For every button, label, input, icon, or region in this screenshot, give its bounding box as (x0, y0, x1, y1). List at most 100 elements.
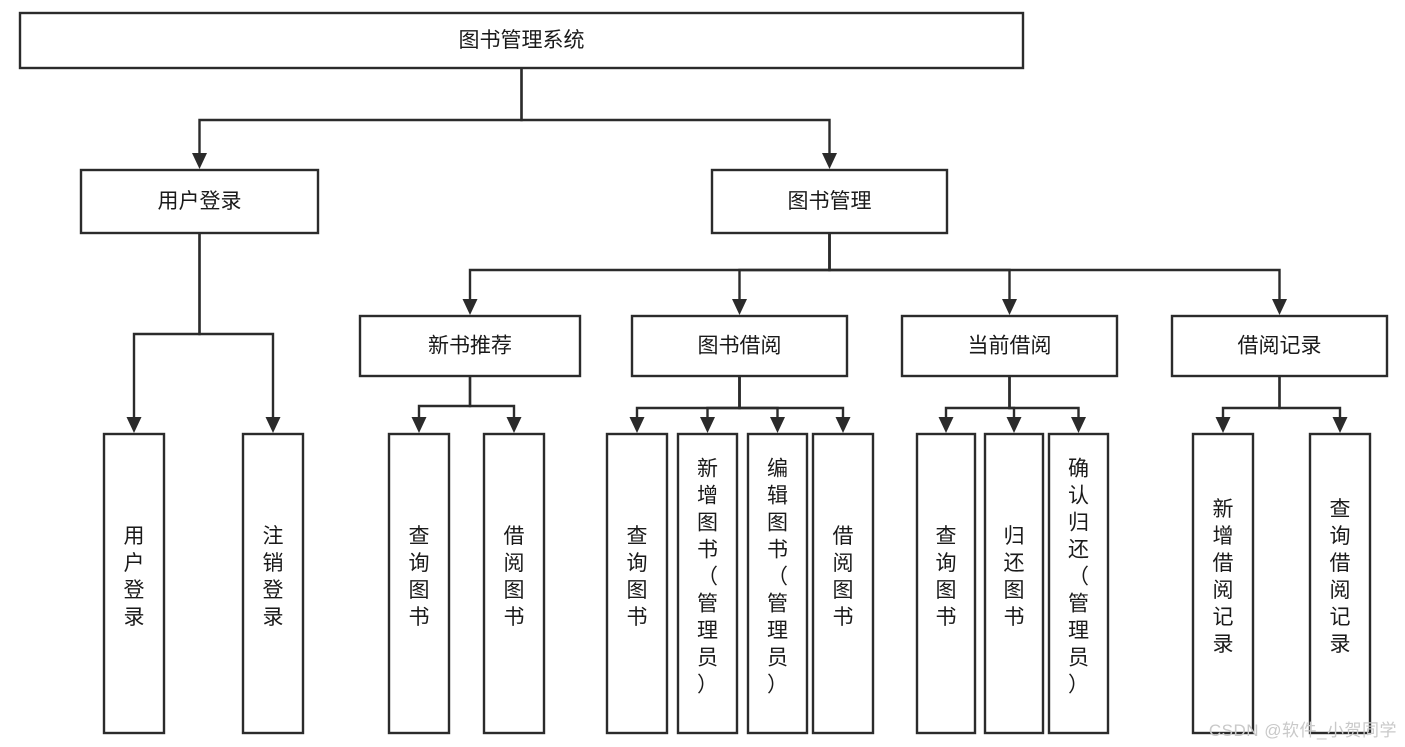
node-box[interactable] (358, 314, 582, 378)
node-label: 图书管理 (788, 190, 872, 213)
node-box[interactable] (710, 168, 949, 235)
node-root[interactable]: 图书管理系统 (18, 11, 1025, 70)
edge-book-borrow-to-leaf-borrow-book-2 (738, 376, 851, 433)
arrowhead-icon (822, 153, 837, 169)
arrowhead-icon (1215, 417, 1231, 433)
node-box[interactable] (605, 432, 669, 735)
node-label: 注销登录 (263, 525, 284, 629)
edge-root-to-book-manage (520, 68, 837, 169)
node-label: 新增借阅记录 (1213, 498, 1234, 656)
arrowhead-icon (192, 153, 207, 169)
node-label: 查询图书 (936, 525, 957, 629)
node-box[interactable] (676, 432, 739, 735)
node-box[interactable] (241, 432, 305, 735)
edge-root-to-user-login (192, 68, 523, 169)
node-label: 用户登录 (158, 190, 242, 213)
node-leaf-borrow-book-1[interactable]: 借阅图书 (482, 432, 546, 735)
arrowhead-icon (265, 417, 281, 433)
node-box[interactable] (1308, 432, 1372, 735)
node-box[interactable] (1191, 432, 1255, 735)
node-label: 当前借阅 (968, 335, 1052, 358)
node-label: 图书借阅 (698, 335, 782, 358)
edge-book-manage-to-book-borrow (732, 233, 831, 315)
node-leaf-confirm-return[interactable]: 确认归还（管理员） (1047, 432, 1110, 735)
node-box[interactable] (915, 432, 977, 735)
edge-book-manage-to-new-book-recommend (462, 233, 831, 315)
edge-book-borrow-to-leaf-query-book-2 (629, 376, 741, 433)
edge-current-borrow-to-leaf-query-book-3 (938, 376, 1011, 433)
node-label: 新增图书（管理员） (697, 458, 718, 697)
node-user-login[interactable]: 用户登录 (79, 168, 320, 235)
edge-book-manage-to-current-borrow (828, 233, 1017, 315)
arrowhead-icon (629, 417, 645, 433)
edge-borrow-record-to-leaf-query-record (1278, 376, 1348, 433)
node-label: 查询借阅记录 (1330, 498, 1351, 656)
node-box[interactable] (900, 314, 1119, 378)
edge-user-login-to-leaf-logout (198, 233, 281, 433)
node-box[interactable] (811, 432, 875, 735)
arrowhead-icon (506, 417, 522, 433)
node-leaf-user-login[interactable]: 用户登录 (102, 432, 166, 735)
node-label: 确认归还（管理员） (1068, 458, 1089, 697)
node-label: 编辑图书（管理员） (767, 458, 788, 697)
node-leaf-borrow-book-2[interactable]: 借阅图书 (811, 432, 875, 735)
node-book-manage[interactable]: 图书管理 (710, 168, 949, 235)
arrowhead-icon (1002, 299, 1017, 315)
node-label: 借阅图书 (833, 525, 854, 629)
arrowhead-icon (1332, 417, 1348, 433)
node-box[interactable] (482, 432, 546, 735)
node-box[interactable] (18, 11, 1025, 70)
edge-user-login-to-leaf-user-login (126, 233, 201, 433)
node-leaf-query-book-1[interactable]: 查询图书 (387, 432, 451, 735)
arrowhead-icon (700, 417, 715, 433)
node-label: 借阅记录 (1238, 335, 1322, 358)
node-box[interactable] (746, 432, 809, 735)
arrowhead-icon (732, 299, 747, 315)
csdn-watermark: CSDN @软件_小贺同学 (1208, 721, 1397, 740)
node-label: 新书推荐 (428, 335, 512, 358)
node-leaf-add-record[interactable]: 新增借阅记录 (1191, 432, 1255, 735)
arrowhead-icon (938, 417, 954, 433)
node-label: 查询图书 (627, 525, 648, 629)
node-leaf-add-book[interactable]: 新增图书（管理员） (676, 432, 739, 735)
node-box[interactable] (1047, 432, 1110, 735)
arrowhead-icon (1272, 299, 1287, 315)
edges-layer (126, 68, 1348, 433)
node-label: 查询图书 (409, 525, 430, 629)
arrowhead-icon (1071, 417, 1086, 433)
node-label: 借阅图书 (504, 525, 525, 629)
arrowhead-icon (770, 417, 785, 433)
node-label: 归还图书 (1004, 525, 1025, 629)
edge-new-book-recommend-to-leaf-borrow-book-1 (468, 376, 522, 433)
node-box[interactable] (102, 432, 166, 735)
node-leaf-query-book-3[interactable]: 查询图书 (915, 432, 977, 735)
node-leaf-query-book-2[interactable]: 查询图书 (605, 432, 669, 735)
node-new-book-recommend[interactable]: 新书推荐 (358, 314, 582, 378)
node-leaf-edit-book[interactable]: 编辑图书（管理员） (746, 432, 809, 735)
node-leaf-logout[interactable]: 注销登录 (241, 432, 305, 735)
node-box[interactable] (79, 168, 320, 235)
edge-borrow-record-to-leaf-add-record (1215, 376, 1281, 433)
arrowhead-icon (462, 299, 478, 315)
node-box[interactable] (1170, 314, 1389, 378)
arrowhead-icon (835, 417, 851, 433)
node-current-borrow[interactable]: 当前借阅 (900, 314, 1119, 378)
node-box[interactable] (387, 432, 451, 735)
edge-book-manage-to-borrow-record (828, 233, 1287, 315)
node-book-borrow[interactable]: 图书借阅 (630, 314, 849, 378)
node-box[interactable] (630, 314, 849, 378)
nodes-layer: 图书管理系统用户登录图书管理新书推荐图书借阅当前借阅借阅记录用户登录注销登录查询… (18, 11, 1389, 735)
node-label: 图书管理系统 (459, 29, 585, 52)
arrowhead-icon (1006, 417, 1022, 433)
edge-book-borrow-to-leaf-add-book (700, 376, 741, 433)
node-leaf-return-book[interactable]: 归还图书 (983, 432, 1045, 735)
arrowhead-icon (126, 417, 142, 433)
node-box[interactable] (983, 432, 1045, 735)
edge-new-book-recommend-to-leaf-query-book-1 (411, 376, 472, 433)
node-borrow-record[interactable]: 借阅记录 (1170, 314, 1389, 378)
edge-book-borrow-to-leaf-edit-book (738, 376, 785, 433)
edge-current-borrow-to-leaf-confirm-return (1008, 376, 1086, 433)
node-leaf-query-record[interactable]: 查询借阅记录 (1308, 432, 1372, 735)
